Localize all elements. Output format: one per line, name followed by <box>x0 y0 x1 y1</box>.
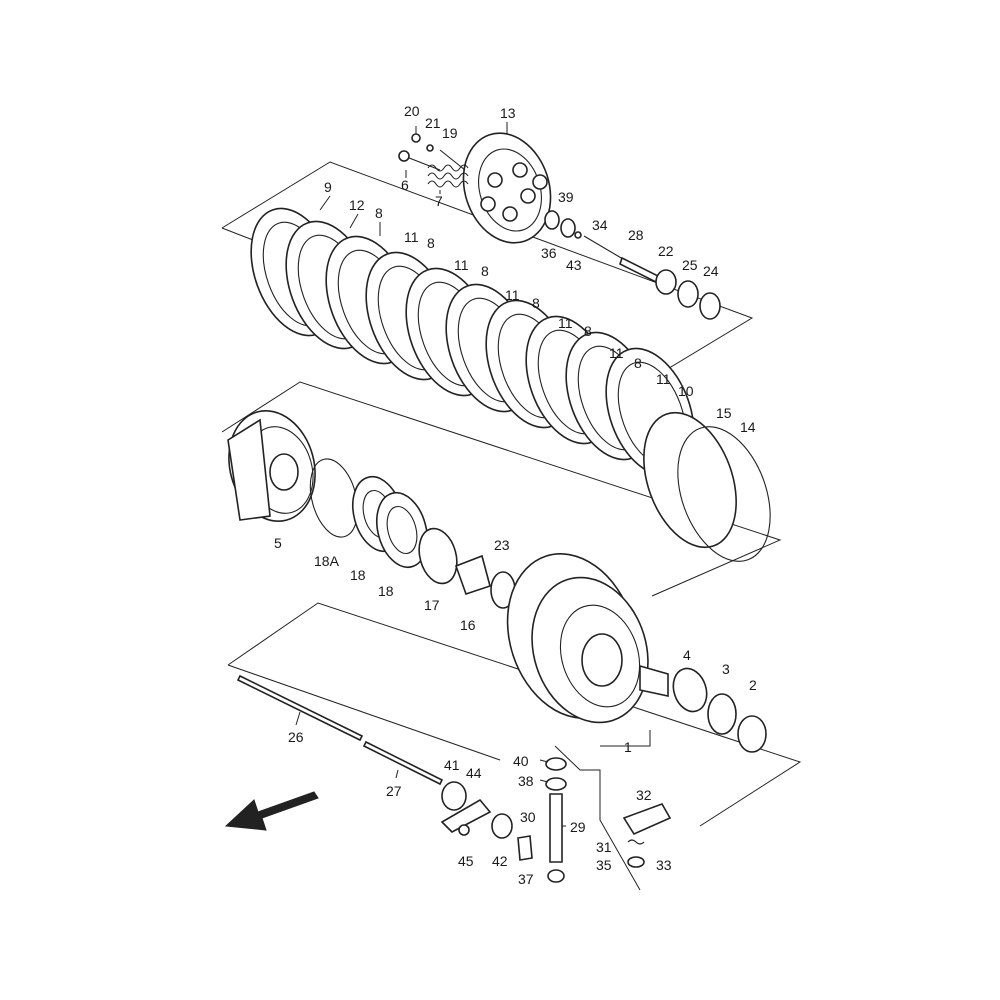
callout-22: 22 <box>658 243 674 259</box>
callout-11-e: 11 <box>609 345 624 361</box>
callout-40: 40 <box>513 753 529 769</box>
callout-11-a: 11 <box>404 229 419 245</box>
release-mechanism <box>440 757 672 883</box>
callout-18A: 18A <box>314 553 340 569</box>
pressure-plate <box>462 132 552 244</box>
clutch-basket <box>506 553 767 753</box>
callout-8-a: 8 <box>375 205 383 221</box>
callout-7: 7 <box>435 193 443 209</box>
judder-spring-set <box>309 458 516 609</box>
callout-33: 33 <box>656 857 672 873</box>
callout-18-b: 18 <box>378 583 394 599</box>
callout-4: 4 <box>683 647 691 663</box>
callout-8-b: 8 <box>427 235 435 251</box>
callout-32: 32 <box>636 787 652 803</box>
callout-8-e: 8 <box>584 323 592 339</box>
callout-44: 44 <box>466 765 482 781</box>
callout-labels: 20 21 19 13 6 7 39 36 43 34 28 22 25 24 … <box>274 103 757 887</box>
callout-45: 45 <box>458 853 474 869</box>
callout-19: 19 <box>442 125 458 141</box>
callout-25: 25 <box>682 257 698 273</box>
clutch-plate-stack <box>250 207 771 562</box>
callout-28: 28 <box>628 227 644 243</box>
callout-42: 42 <box>492 853 508 869</box>
callout-leaders <box>295 122 651 891</box>
callout-37: 37 <box>518 871 534 887</box>
push-rods <box>236 674 444 786</box>
release-bearing-set <box>544 210 721 320</box>
callout-31: 31 <box>596 839 612 855</box>
callout-10: 10 <box>678 383 694 399</box>
callout-35: 35 <box>596 857 612 873</box>
callout-26: 26 <box>288 729 304 745</box>
callout-27: 27 <box>386 783 402 799</box>
callout-29: 29 <box>570 819 586 835</box>
callout-41: 41 <box>444 757 460 773</box>
callout-11-f: 11 <box>656 371 671 387</box>
callout-8-d: 8 <box>532 295 540 311</box>
callout-8-f: 8 <box>634 355 642 371</box>
callout-13: 13 <box>500 105 516 121</box>
clutch-hub <box>227 410 316 522</box>
callout-34: 34 <box>592 217 608 233</box>
callout-43: 43 <box>566 257 582 273</box>
callout-1: 1 <box>624 739 632 755</box>
callout-23: 23 <box>494 537 510 553</box>
callout-3: 3 <box>722 661 730 677</box>
callout-38: 38 <box>518 773 534 789</box>
callout-17: 17 <box>424 597 440 613</box>
spring-bolt-set <box>398 133 469 188</box>
callout-2: 2 <box>749 677 757 693</box>
callout-39: 39 <box>558 189 574 205</box>
callout-11-c: 11 <box>505 287 520 303</box>
arrow-left-down-icon <box>224 791 319 831</box>
callout-8-c: 8 <box>481 263 489 279</box>
callout-15: 15 <box>716 405 732 421</box>
callout-16: 16 <box>460 617 476 633</box>
callout-30: 30 <box>520 809 536 825</box>
callout-9: 9 <box>324 179 332 195</box>
callout-6: 6 <box>401 177 409 193</box>
callout-11-d: 11 <box>558 315 573 331</box>
callout-20: 20 <box>404 103 420 119</box>
callout-12: 12 <box>349 197 365 213</box>
callout-21: 21 <box>425 115 441 131</box>
callout-5: 5 <box>274 535 282 551</box>
callout-18-a: 18 <box>350 567 366 583</box>
callout-36: 36 <box>541 245 557 261</box>
callout-24: 24 <box>703 263 719 279</box>
callout-11-b: 11 <box>454 257 469 273</box>
callout-14: 14 <box>740 419 756 435</box>
